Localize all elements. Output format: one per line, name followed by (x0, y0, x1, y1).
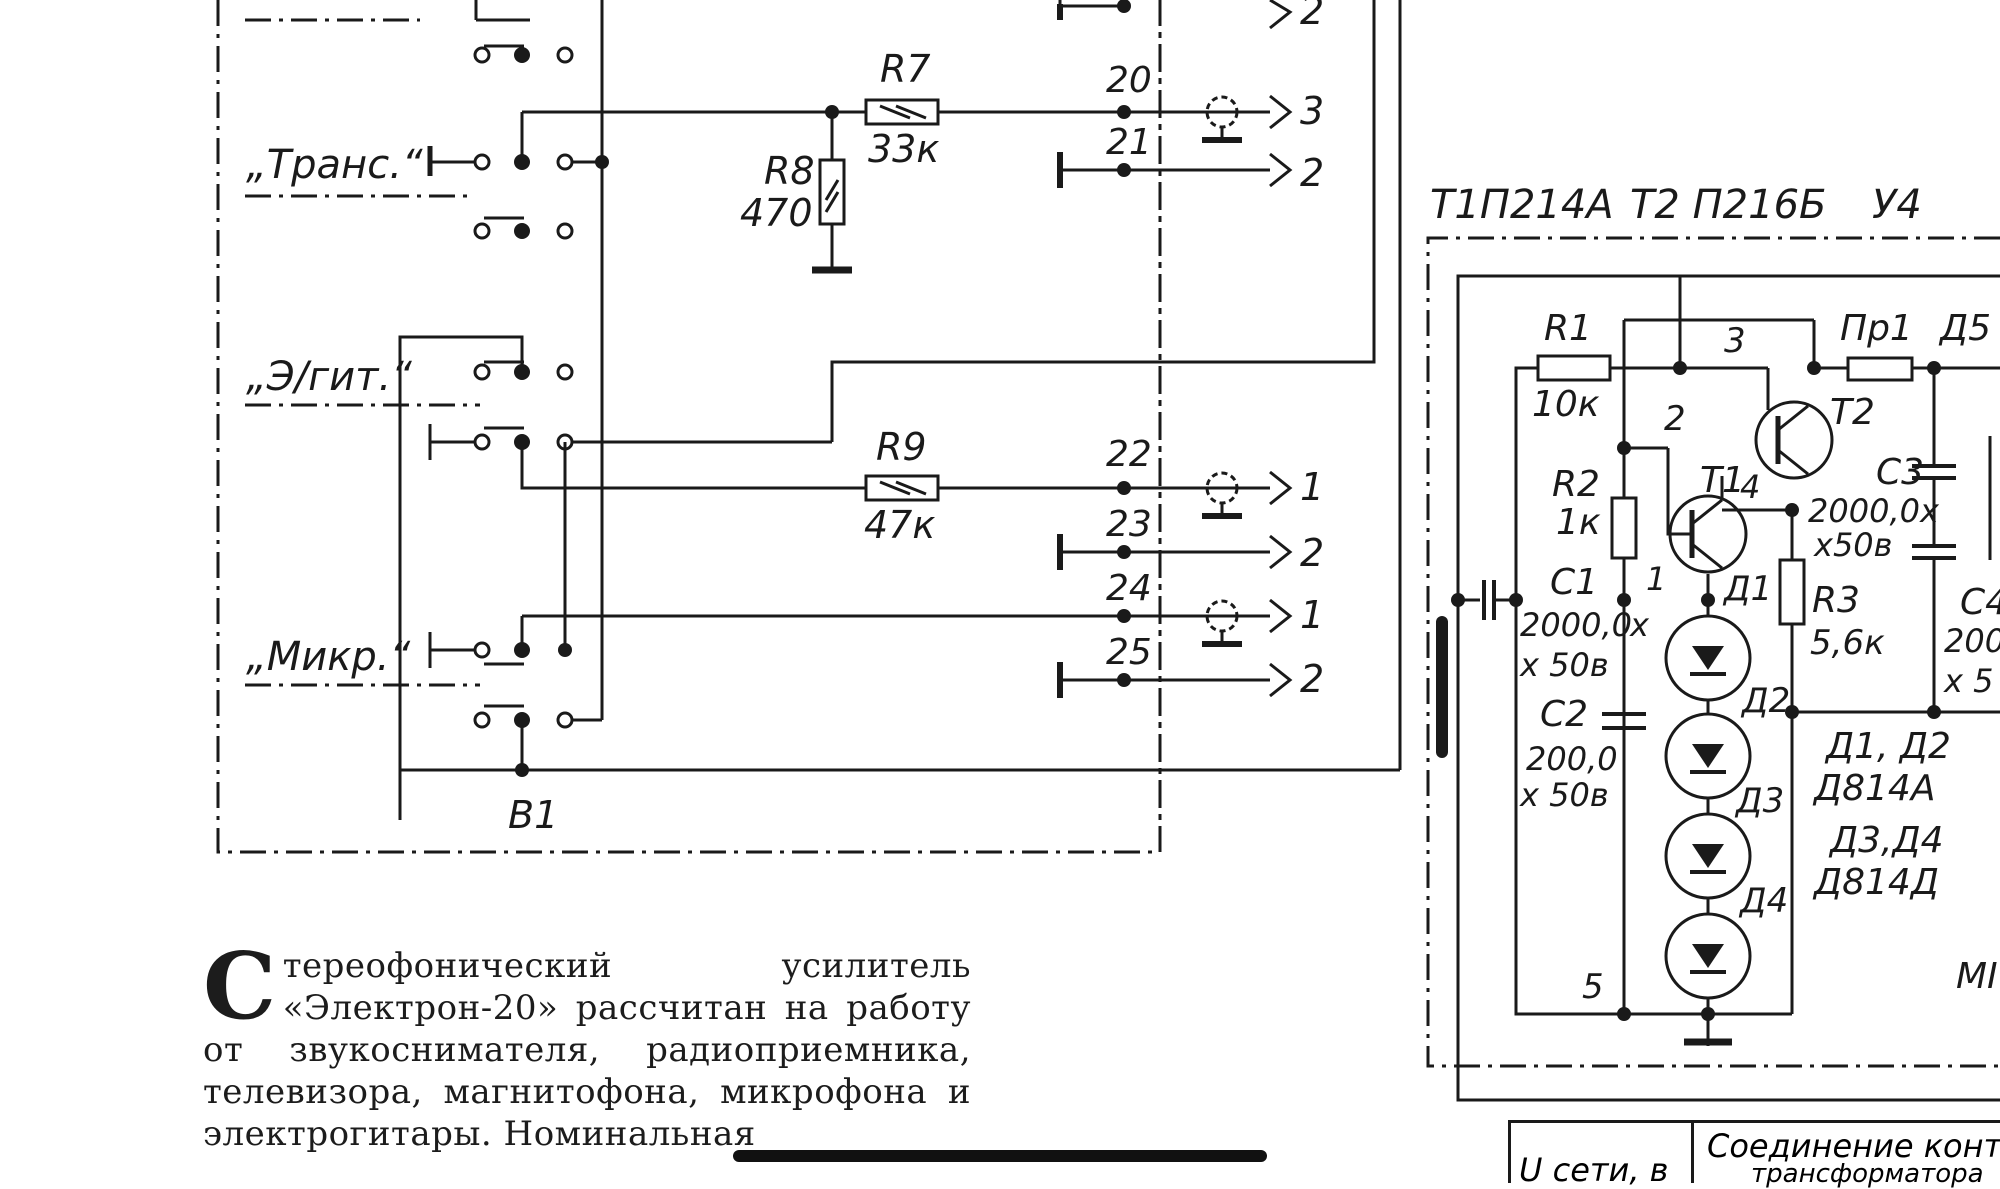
d1-label: Д1 (1722, 569, 1772, 609)
article-paragraph: С тереофонический усилитель «Электрон-20… (203, 932, 971, 1155)
diode-note: Д1, Д2 (1824, 726, 1951, 767)
zener-diode-icon (1664, 912, 1752, 1000)
t1-label: T1 (1700, 460, 1745, 501)
pin-label: 21 (1106, 122, 1152, 163)
r3-label: R3 (1812, 580, 1860, 621)
diode-note: Д3,Д4 (1828, 820, 1944, 861)
d2-label: Д2 (1740, 681, 1790, 721)
c2-voltage: х 50в (1519, 776, 1609, 814)
switch-label-b1: B1 (508, 793, 558, 837)
input-block: „Транс.“ „Э/гит.“ „Микр.“ B1 R7 33к R8 4… (216, 0, 1402, 854)
jack-contact-label: 1 (1300, 593, 1324, 637)
r3-value: 5,6к (1810, 623, 1885, 663)
partial-label: МІ (1956, 956, 1998, 997)
table-header-voltage: U сети, в (1519, 1151, 1669, 1189)
jack-icon (1202, 470, 1293, 570)
diode-note: Д814А (1812, 768, 1935, 809)
jack-icon (1202, 94, 1293, 188)
pin-label: 22 (1106, 434, 1152, 475)
c2-label: C2 (1540, 694, 1588, 735)
zener-diode-icon (1664, 614, 1752, 702)
jack-icon (1202, 598, 1293, 698)
jack-contact-label: 2 (1300, 151, 1324, 195)
r1-label: R1 (1544, 308, 1592, 349)
node-label: 1 (1646, 560, 1666, 598)
r8-value: 470 (740, 191, 813, 235)
d5-label: Д5 (1938, 308, 1991, 349)
c1-value: 2000,0 (1520, 606, 1632, 644)
r1-value: 10к (1532, 384, 1600, 425)
jack-contact-label: 2 (1300, 0, 1324, 33)
c4-value: 200 (1944, 622, 2000, 660)
u4-label: У4 (1872, 182, 1922, 228)
table-divider (1691, 1123, 1694, 1183)
t2-label: T2 (1830, 392, 1875, 433)
jack-contact-label: 2 (1300, 531, 1324, 575)
r2-value: 1к (1556, 502, 1601, 543)
c1-voltage: х 50в (1519, 646, 1609, 684)
input-label-trans: „Транс.“ (246, 142, 423, 188)
zener-diode-icon (1664, 712, 1752, 800)
c2-value: 200,0 (1526, 740, 1618, 778)
node-label: 2 (1664, 399, 1686, 439)
input-label-eguitar: „Э/гит.“ (246, 354, 412, 400)
article-text: тереофонический усилитель «Электрон-20» … (203, 946, 971, 1154)
d4-label: Д4 (1738, 881, 1788, 921)
c3-label: C3 (1876, 452, 1924, 493)
pin-label: 24 (1106, 568, 1152, 609)
t1-type-label: Т1П214А (1430, 182, 1614, 228)
zener-diode-icon (1664, 812, 1752, 900)
r9-value: 47к (864, 503, 935, 547)
block-frame-left (216, 0, 1162, 854)
power-supply-block: Т1П214А Т2 П216Б У4 R1 10к 3 2 Пр1 Д5 T2… (1426, 182, 2000, 1102)
jack-contact-label: 1 (1300, 465, 1324, 509)
table-header-connection: Соединение конт (1707, 1127, 2000, 1165)
drop-cap: С (203, 932, 277, 1040)
pin-label: 23 (1106, 504, 1152, 545)
transistor-t2-icon (1754, 400, 1834, 480)
c4-voltage: х 5 (1943, 662, 1993, 700)
r2-label: R2 (1552, 464, 1600, 505)
r8-label: R8 (764, 149, 815, 193)
table-header-transformer: трансформатора (1751, 1159, 1984, 1189)
jack-contact-label: 3 (1300, 89, 1324, 133)
home-indicator[interactable] (733, 1150, 1267, 1162)
transistor-t1-icon (1666, 448, 1748, 574)
r7-label: R7 (880, 47, 931, 91)
c4-label: C4 (1960, 582, 2000, 623)
r9-label: R9 (876, 425, 927, 469)
pr1-label: Пр1 (1840, 308, 1913, 349)
node-label: 5 (1582, 967, 1604, 1007)
c1-label: C1 (1550, 562, 1598, 603)
r7-value: 33к (868, 127, 939, 171)
node-label: 3 (1724, 321, 1746, 361)
pin-label: 20 (1106, 60, 1152, 101)
t2-type-label: Т2 П216Б (1630, 182, 1826, 228)
diode-note: Д814Д (1812, 862, 1939, 903)
node-label: 4 (1740, 468, 1760, 506)
c3-value: 2000,0х (1808, 492, 1940, 530)
c1-x: х (1629, 606, 1650, 644)
pin-label: 25 (1106, 632, 1152, 673)
c3-voltage: х50в (1813, 526, 1893, 564)
input-label-mikr: „Микр.“ (246, 634, 410, 680)
jack-contact-label: 2 (1300, 657, 1324, 701)
d3-label: Д3 (1734, 781, 1784, 821)
